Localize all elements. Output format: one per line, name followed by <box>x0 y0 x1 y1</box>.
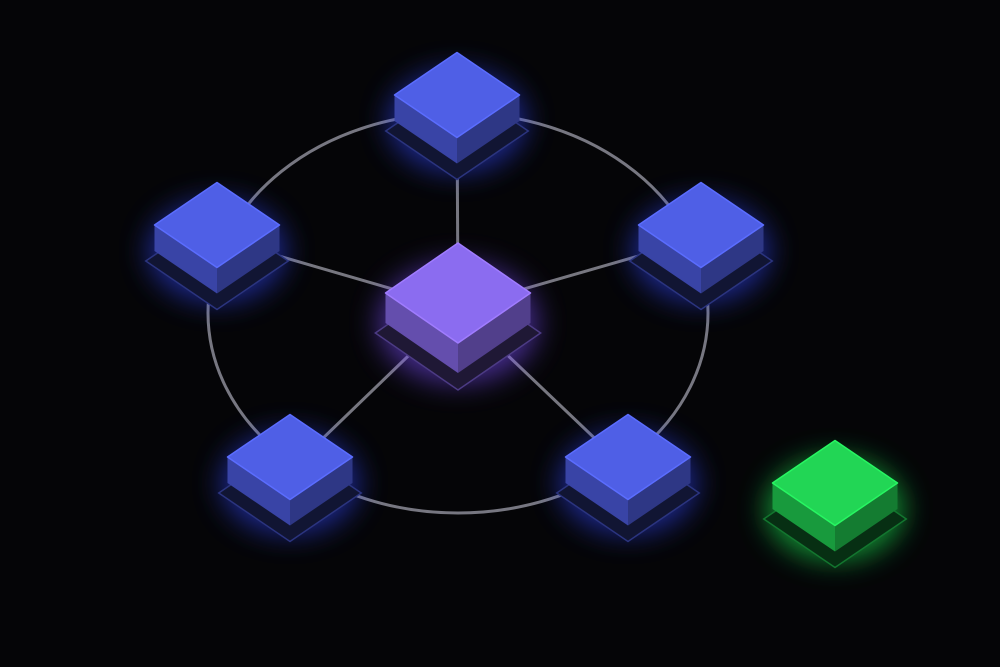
node-upper-right-left-face <box>638 225 701 294</box>
node-upper-left-top-face <box>153 181 281 269</box>
node-outlier-top-face <box>771 439 899 527</box>
hub-left-face <box>385 293 458 373</box>
node-top-left-face <box>394 95 457 164</box>
nodes-layer <box>144 51 908 569</box>
node-lower-right[interactable] <box>555 413 701 543</box>
node-upper-right-right-face <box>701 225 764 294</box>
node-lower-right-top-face <box>564 413 692 501</box>
node-outlier-right-face <box>835 483 898 552</box>
node-lower-left[interactable] <box>217 413 363 543</box>
node-lower-right-right-face <box>628 457 691 526</box>
node-upper-left-right-face <box>217 225 280 294</box>
hub-right-face <box>458 293 531 373</box>
node-top[interactable] <box>384 51 530 181</box>
node-upper-left-left-face <box>154 225 217 294</box>
node-lower-left-right-face <box>290 457 353 526</box>
node-outlier-left-face <box>772 483 835 552</box>
hub[interactable] <box>374 242 542 391</box>
node-upper-right[interactable] <box>628 181 774 311</box>
node-top-right-face <box>457 95 520 164</box>
node-lower-left-top-face <box>226 413 354 501</box>
node-upper-right-top-face <box>637 181 765 269</box>
node-outlier[interactable] <box>762 439 908 569</box>
node-upper-left[interactable] <box>144 181 290 311</box>
node-lower-left-left-face <box>227 457 290 526</box>
node-top-top-face <box>393 51 521 139</box>
node-lower-right-left-face <box>565 457 628 526</box>
hub-top-face <box>384 242 532 344</box>
